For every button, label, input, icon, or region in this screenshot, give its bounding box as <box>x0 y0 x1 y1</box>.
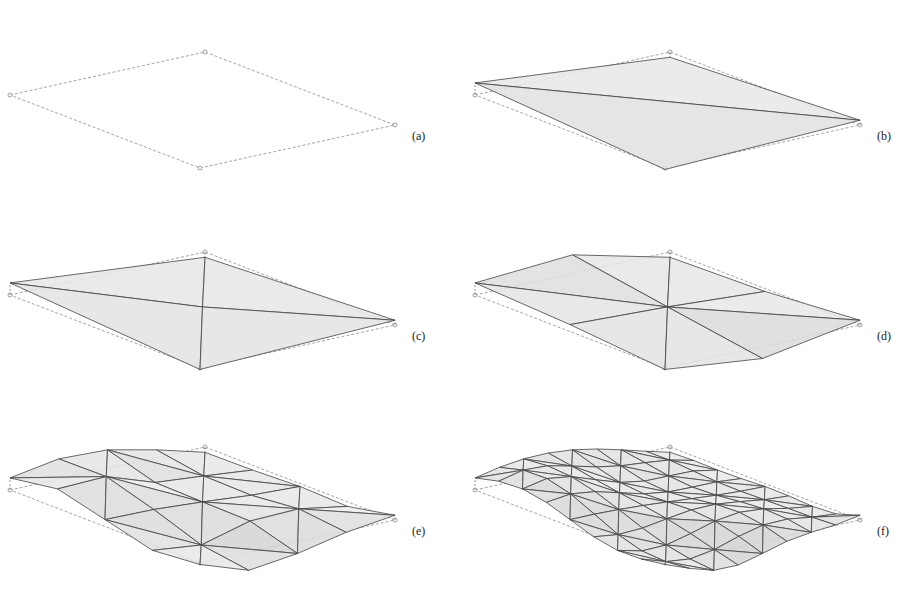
displacement-line <box>670 52 671 57</box>
surface-triangle <box>619 482 643 493</box>
surface-triangle <box>153 545 202 564</box>
ground-corner <box>203 50 207 54</box>
displacement-line <box>860 120 861 125</box>
ground-plane <box>10 52 395 168</box>
surface-triangle <box>572 450 596 467</box>
surface-triangle <box>10 459 106 478</box>
ground-corner <box>8 93 12 97</box>
surface-triangle <box>475 83 860 170</box>
surface-triangle <box>499 470 523 489</box>
displacement-line <box>670 447 671 452</box>
surface-triangle <box>573 450 621 467</box>
terrain-panel <box>473 50 862 170</box>
surface-triangle <box>811 517 835 532</box>
surface-triangle <box>10 283 203 370</box>
surface-triangle <box>764 500 788 509</box>
surface-triangle <box>620 466 644 483</box>
surface-triangle <box>299 486 348 508</box>
surface-triangle <box>618 550 666 561</box>
surface-triangle <box>641 559 665 564</box>
displacement-line <box>395 515 396 520</box>
surface-triangle <box>669 452 693 460</box>
panel-label: (a) <box>412 130 425 142</box>
surface-triangle <box>298 509 347 554</box>
panel-label: (f) <box>877 525 889 537</box>
displacement-line <box>475 283 476 295</box>
displacement-line <box>475 478 476 490</box>
surface-triangle <box>58 477 107 520</box>
panel-label: (c) <box>412 330 425 342</box>
surface-triangle <box>666 562 714 571</box>
displacement-line <box>205 447 206 452</box>
surface-triangle <box>665 562 689 569</box>
surface-triangle <box>200 307 395 370</box>
surface-triangle <box>618 550 666 561</box>
surface-triangle <box>200 545 249 570</box>
terrain-panel <box>8 50 397 170</box>
surface-triangle <box>714 550 738 571</box>
displacement-line <box>395 320 396 325</box>
surface-triangle <box>570 307 668 370</box>
surface-triangle <box>105 520 201 551</box>
surface-triangle <box>546 494 570 520</box>
displacement-line <box>10 283 11 295</box>
terrain-panel <box>8 250 397 370</box>
ground-corner <box>393 123 397 127</box>
displacement-line <box>860 515 861 520</box>
terrain-panel <box>473 445 862 570</box>
surface-triangle <box>763 525 787 554</box>
ground-corner <box>198 166 202 170</box>
panel-label: (e) <box>412 525 425 537</box>
panel-label: (b) <box>877 130 891 142</box>
surface-triangle <box>666 559 714 570</box>
terrain-panel <box>8 445 397 570</box>
displacement-line <box>10 478 11 490</box>
terrain-panel <box>473 250 862 370</box>
displacement-line <box>860 320 861 325</box>
displacement-line <box>670 252 671 257</box>
panel-label: (d) <box>877 330 891 342</box>
surface-triangle <box>571 477 595 494</box>
displacement-line <box>205 252 206 257</box>
surface-triangle <box>665 307 763 370</box>
surface-triangle <box>570 520 618 537</box>
surface-triangle <box>594 535 618 551</box>
displacement-line <box>475 83 476 95</box>
ground-plane <box>475 447 860 563</box>
surface-triangle <box>618 535 642 551</box>
